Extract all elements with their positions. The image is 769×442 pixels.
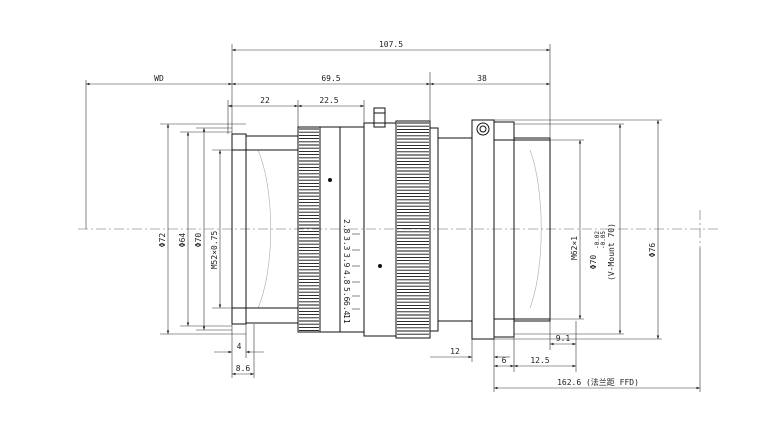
focus-ring-knurl <box>299 128 319 332</box>
dim-mount-length: 38 <box>477 74 487 83</box>
aperture-value: 4.8 <box>342 270 351 285</box>
aperture-barrel <box>319 126 365 333</box>
mount-flange <box>471 119 495 340</box>
dim-mount-offset: 12 <box>450 347 460 356</box>
aperture-value: 6.4 <box>342 301 351 316</box>
top-dimensions: 107.5 WD 69.5 38 22 22.5 <box>85 40 551 229</box>
rear-collar <box>429 127 439 332</box>
index-dot <box>328 178 332 182</box>
dim-dia-72: Φ72 <box>158 233 167 248</box>
aperture-value: 2.8 <box>342 219 351 234</box>
dim-front-segment: 22 <box>260 96 270 105</box>
mount-screw-icon <box>476 122 490 136</box>
dim-flange-6: 6 <box>502 356 507 365</box>
dim-total-length: 107.5 <box>379 40 403 49</box>
dim-dia-64: Φ64 <box>178 233 187 248</box>
dim-flange-12-5: 12.5 <box>530 356 549 365</box>
dim-mount-dia: Φ70 <box>589 255 598 270</box>
mount-body <box>493 121 515 338</box>
dim-dia-76: Φ76 <box>648 243 657 258</box>
aperture-value: 3.3 <box>342 236 351 251</box>
iris-ring-knurl <box>397 122 429 335</box>
scale-dot <box>378 264 382 268</box>
dim-focus-segment: 22.5 <box>319 96 338 105</box>
dim-mount-tol-lower: -0.05 <box>600 231 607 249</box>
center-barrel <box>363 122 397 337</box>
lens-body: 2.8 3.3 3.9 4.8 5.6 6.4 11 <box>231 107 551 340</box>
dim-front-thread: M52×0.75 <box>210 231 219 270</box>
aperture-value: 11 <box>342 314 351 324</box>
locking-screw <box>373 107 386 128</box>
front-barrel <box>245 135 299 324</box>
aperture-value: 5.6 <box>342 287 351 302</box>
left-diameters: Φ72 Φ64 Φ70 M52×0.75 <box>158 123 246 335</box>
dim-mount-thread: M62×1 <box>570 236 579 260</box>
aperture-scale: 2.8 3.3 3.9 4.8 5.6 6.4 11 <box>342 219 360 324</box>
dim-front-depth-2: 8.6 <box>236 364 251 373</box>
right-diameters: M62×1 Φ70 -0.02 -0.05 (V-Mount 70) Φ76 <box>494 119 662 340</box>
dim-front-thread-depth: 4 <box>237 342 242 351</box>
aperture-value: 3.9 <box>342 253 351 268</box>
dim-working-distance: WD <box>154 74 164 83</box>
dim-mount-tol-upper: -0.02 <box>594 231 601 249</box>
dim-body-length: 69.5 <box>321 74 340 83</box>
dim-mount-name: (V-Mount 70) <box>607 223 616 281</box>
dim-ffd: 162.6 (法兰距 FFD) <box>557 377 639 387</box>
dim-dia-70: Φ70 <box>194 233 203 248</box>
rear-tube <box>437 137 473 322</box>
bottom-dimensions: 4 8.6 12 9.1 6 12.5 162.6 (法兰距 FFD) <box>214 248 701 392</box>
dim-flange-9-1: 9.1 <box>556 334 571 343</box>
rear-mount-tube <box>513 137 551 322</box>
